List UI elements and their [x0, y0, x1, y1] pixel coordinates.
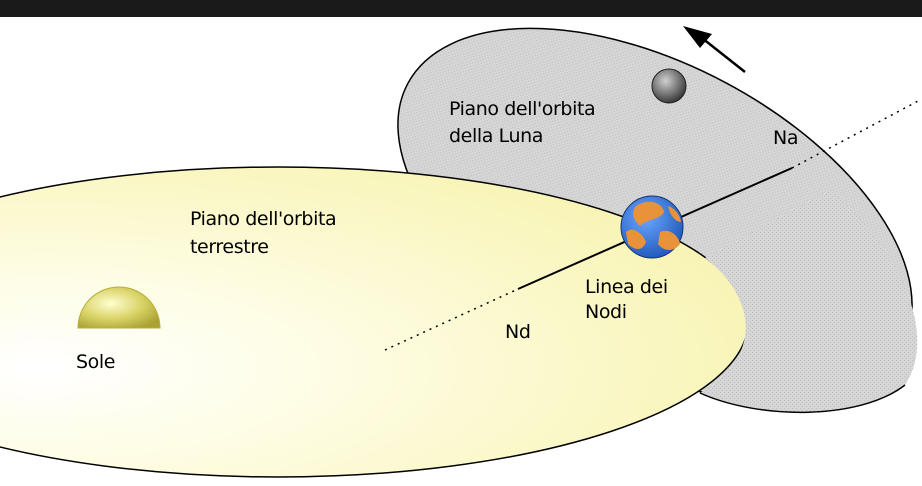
- top-bar: [0, 0, 922, 17]
- ascending-node-label: Na: [773, 127, 798, 149]
- line-of-nodes-label-line1: Linea dei: [585, 276, 668, 298]
- moon: [652, 69, 686, 103]
- orbit-direction-arrow-icon: [683, 26, 745, 72]
- earth-plane-label-line2: terrestre: [190, 236, 269, 258]
- lunar-plane-label-line1: Piano dell'orbita: [449, 98, 595, 120]
- lunar-plane-label-line2: della Luna: [449, 125, 543, 147]
- earth: [621, 196, 683, 258]
- descending-node-label: Nd: [505, 321, 530, 343]
- earth-plane-label-line1: Piano dell'orbita: [190, 208, 336, 230]
- sun-label: Sole: [76, 351, 115, 373]
- line-of-nodes-extension-right: [792, 100, 920, 168]
- line-of-nodes-label-line2: Nodi: [585, 301, 627, 323]
